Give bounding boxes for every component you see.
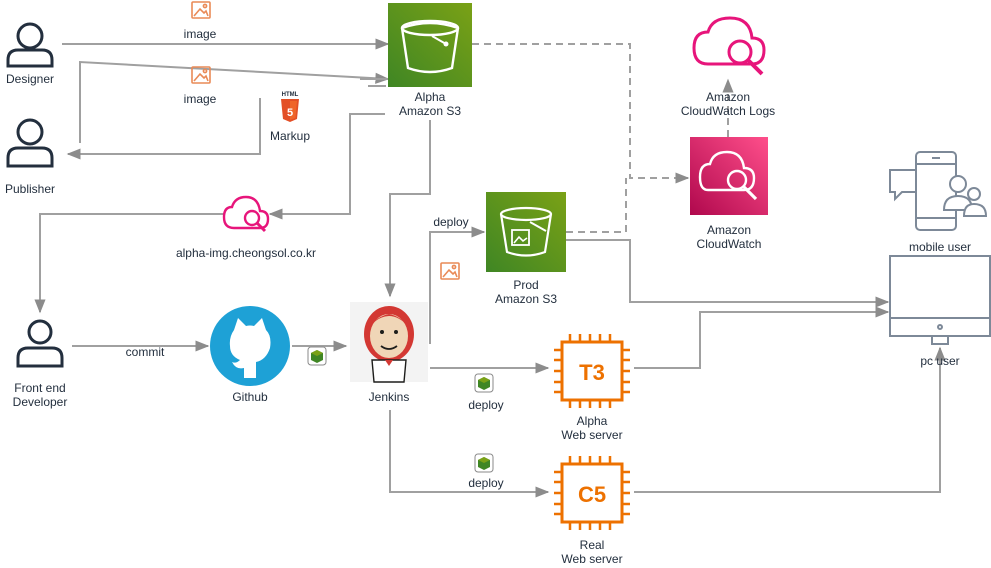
alpha-img-cloud-search-icon (222, 195, 270, 233)
alpha-s3-label: Alpha Amazon S3 (399, 90, 461, 118)
t3-chip-text: T3 (579, 360, 605, 385)
designer-user-icon (6, 22, 54, 68)
edge-to-alpha-img (268, 113, 385, 220)
t3-label: Alpha Web server (561, 414, 622, 442)
alpha-s3-label-line2: Amazon S3 (398, 104, 462, 118)
edge-c5-to-pc (634, 346, 946, 493)
edge-label-image: image (183, 92, 217, 106)
publisher-label: Publisher (4, 182, 56, 196)
artifact-cube-icon (474, 373, 494, 393)
edge-publisher-to-alpha-s3 (79, 60, 390, 143)
html5-icon: HTML 5 (281, 92, 299, 122)
cloudwatch-logs-icon (692, 16, 766, 76)
edge-label-commit: commit (125, 345, 165, 359)
c5-label-line1: Real (579, 538, 605, 552)
cloudwatch-logs-label-line1: Amazon (705, 90, 751, 104)
edge-jenkins-to-prod-s3 (429, 226, 486, 344)
pc-user-label: pc user (920, 354, 960, 368)
edge-t3-to-pc (634, 306, 890, 369)
desktop-monitor-icon (889, 255, 991, 345)
edge-alpha-s3-to-cloudwatch (472, 43, 690, 184)
edge-prod-s3-to-cloudwatch (566, 178, 627, 233)
publisher-user-icon (6, 118, 54, 168)
frontend-user-icon (16, 319, 64, 368)
prod-s3-label-line1: Prod (513, 278, 539, 292)
edge-label-deploy: deploy (468, 398, 504, 412)
prod-s3-bucket-image-icon (486, 192, 566, 272)
t3-label-line1: Alpha (576, 414, 608, 428)
t3-label-line2: Web server (561, 428, 623, 442)
cloudwatch-icon (690, 137, 768, 215)
image-file-icon (440, 262, 460, 280)
cloudwatch-label-line2: CloudWatch (696, 237, 762, 251)
mobile-user-icon (889, 151, 988, 231)
t3-ec2-instance-icon (554, 334, 630, 408)
edge-alpha-s3-to-jenkins (384, 120, 431, 298)
edge-label-markup: Markup (269, 129, 311, 143)
edge-label-deploy: deploy (433, 215, 469, 229)
image-file-icon (191, 66, 211, 84)
artifact-cube-icon (474, 453, 494, 473)
designer-label: Designer (5, 72, 55, 86)
cloudwatch-logs-label-line2: CloudWatch Logs (680, 104, 776, 118)
github-label: Github (232, 390, 268, 404)
image-file-icon (191, 1, 211, 19)
c5-label: Real Web server (561, 538, 622, 566)
c5-label-line2: Web server (561, 552, 623, 566)
cloudwatch-label-line1: Amazon (706, 223, 752, 237)
c5-chip-text: C5 (578, 482, 606, 507)
mobile-user-label: mobile user (908, 240, 972, 254)
frontend-label: Front end Developer (13, 381, 68, 409)
c5-ec2-instance-icon (554, 456, 630, 530)
frontend-label-line2: Developer (12, 395, 68, 409)
edge-label-deploy: deploy (468, 476, 504, 490)
github-icon (210, 306, 290, 386)
alpha-s3-bucket-icon (388, 3, 472, 87)
artifact-cube-icon (307, 346, 327, 366)
alpha-img-label: alpha-img.cheongsol.co.kr (175, 246, 317, 260)
frontend-label-line1: Front end (14, 381, 66, 395)
alpha-s3-label-line1: Alpha (414, 90, 446, 104)
jenkins-label: Jenkins (368, 390, 410, 404)
edge-publisher-return (66, 98, 261, 160)
prod-s3-label: Prod Amazon S3 (495, 278, 557, 306)
edge-jenkins-to-c5 (389, 410, 550, 498)
edge-prod-s3-to-pc (566, 239, 890, 308)
jenkins-icon (350, 302, 428, 383)
cloudwatch-logs-label: Amazon CloudWatch Logs (681, 90, 775, 118)
html5-badge-text: HTML (282, 92, 299, 98)
edge-alpha-img-to-frontend (34, 213, 225, 314)
prod-s3-label-line2: Amazon S3 (494, 292, 558, 306)
cloudwatch-label: Amazon CloudWatch (697, 223, 762, 251)
edge-label-image: image (183, 27, 217, 41)
svg-text:5: 5 (287, 107, 293, 119)
